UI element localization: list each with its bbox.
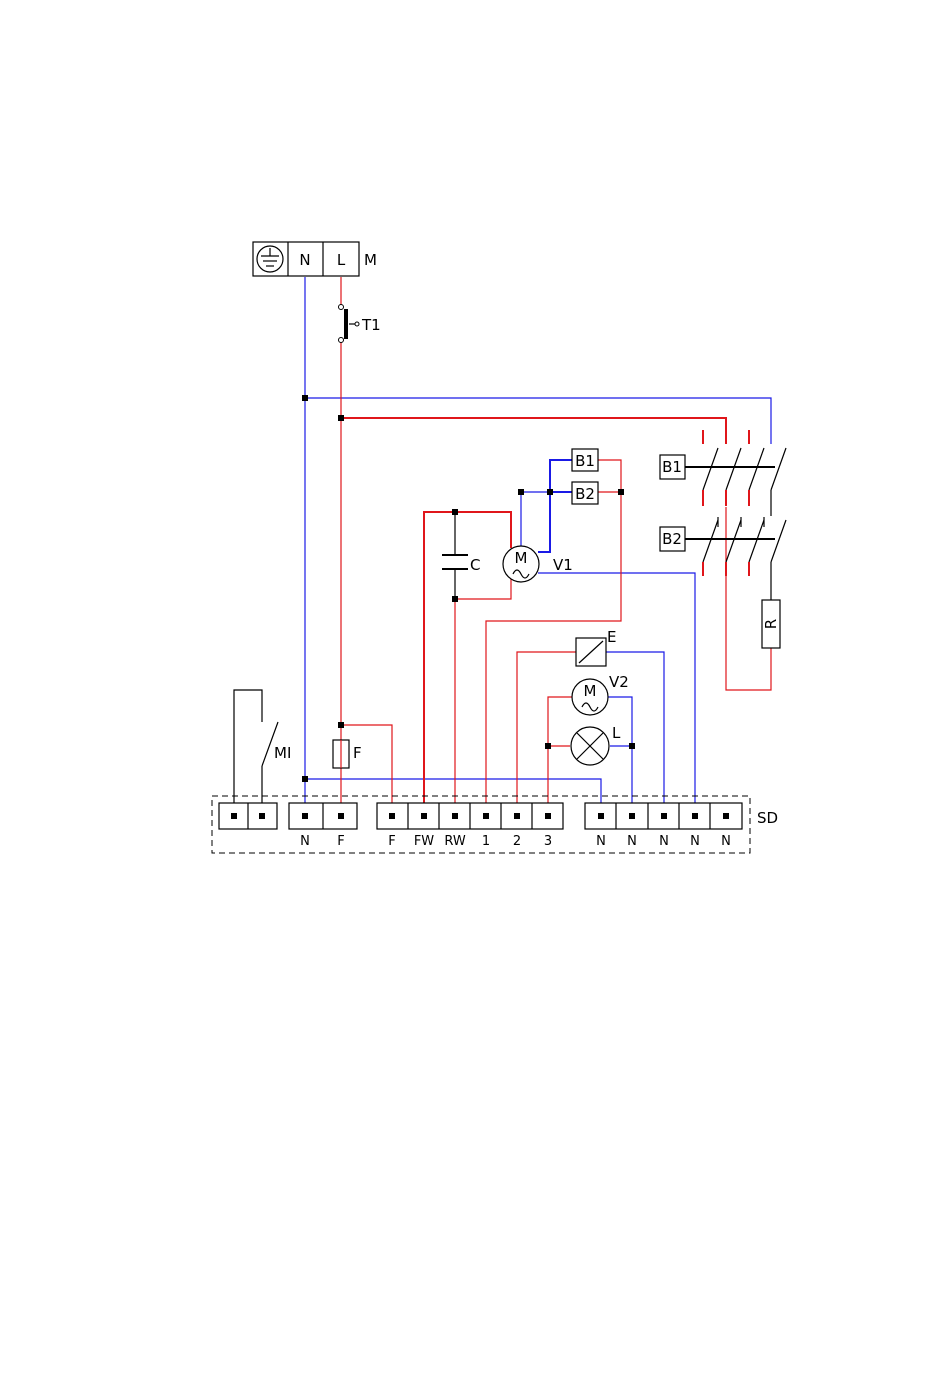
phase-wires: [341, 277, 771, 812]
label-e: E: [607, 628, 616, 646]
lamp-l: L: [571, 724, 621, 765]
motor-v1: M V1: [503, 546, 573, 582]
motor-v2-symbol: M: [584, 682, 597, 700]
wire-v1-b-right: [538, 492, 550, 552]
contactor-b1: B1: [660, 430, 786, 516]
mains-label: M: [364, 251, 377, 269]
b2-switch-blade: [749, 520, 764, 562]
label-l: L: [612, 724, 621, 742]
switchgear-sd: SD: [212, 796, 778, 853]
label-v2: V2: [609, 673, 629, 691]
terminal-label: N: [596, 834, 606, 849]
terminal-label: 1: [482, 834, 490, 849]
label-f: F: [353, 744, 362, 762]
contact-boxes: B1 B2: [572, 449, 598, 504]
label-v1: V1: [553, 556, 573, 574]
wire-v1-neutral: [538, 573, 695, 812]
element-e: E: [576, 628, 616, 666]
terminal-label: RW: [444, 834, 466, 849]
wire-b1-neutral: [550, 460, 572, 492]
mi-wire-left: [234, 690, 262, 812]
junction-dot: [338, 415, 344, 421]
capacitor-c: C: [442, 512, 480, 599]
fuse-f: F: [333, 740, 362, 768]
contactor-b2: B2: [660, 517, 786, 576]
label-t1: T1: [361, 316, 381, 334]
neutral-bus-top: [305, 398, 771, 444]
label-mi: MI: [274, 744, 291, 762]
wire-terminal-2: [517, 652, 576, 812]
b1-switch-blade: [749, 448, 764, 490]
label-b2-contactor: B2: [662, 530, 682, 548]
wire-r-phase: [726, 507, 771, 690]
b1-switch-blade: [726, 448, 741, 490]
junction-dot: [545, 743, 551, 749]
label-r: R: [762, 619, 780, 629]
terminal-label: F: [388, 834, 395, 849]
junction-dot: [618, 489, 624, 495]
contact-point: [339, 338, 344, 343]
switch-mi: MI: [234, 690, 291, 812]
motor-v2: M V2: [572, 673, 629, 715]
b2-switch-blade: [703, 520, 718, 562]
terminal-label: 3: [544, 834, 552, 849]
b2-switch-blade: [771, 520, 786, 562]
junction-dot: [629, 743, 635, 749]
junction-dot: [547, 489, 553, 495]
terminal-label: N: [627, 834, 637, 849]
label-b2-contact: B2: [575, 485, 595, 503]
label-c: C: [470, 556, 480, 574]
thermostat-t1: T1: [339, 305, 381, 343]
mains-supply: N L M: [253, 242, 377, 276]
junction-dot: [302, 776, 308, 782]
label-sd: SD: [757, 809, 778, 827]
label-b1: B1: [662, 458, 682, 476]
contact-point: [339, 305, 344, 310]
b2-switch-blade: [726, 520, 741, 562]
mains-terminal-l: L: [337, 251, 346, 269]
neutral-wires: [305, 277, 771, 812]
wire-v1-b-top: [521, 492, 550, 548]
wire-v2-neutral: [608, 697, 632, 812]
terminal-label: N: [690, 834, 700, 849]
terminal-label: F: [337, 834, 344, 849]
terminal-label: N: [659, 834, 669, 849]
phase-bus-top: [341, 418, 726, 444]
junction-dot: [302, 395, 308, 401]
motor-v1-symbol: M: [515, 549, 528, 567]
junction-dot: [338, 722, 344, 728]
wire-terminal-3: [548, 697, 572, 812]
junction-dot: [518, 489, 524, 495]
earth-ground-icon: [257, 246, 283, 272]
wire-rw: [455, 576, 511, 812]
terminal-label: FW: [414, 834, 434, 849]
b1-switch-blade: [771, 448, 786, 490]
terminal-label: N: [300, 834, 310, 849]
resistor-r: R: [762, 600, 780, 648]
wire-fw: [424, 512, 511, 812]
mains-terminal-n: N: [299, 251, 310, 269]
b1-switch-blade: [703, 448, 718, 490]
terminal-label: N: [721, 834, 731, 849]
thermostat-pivot: [355, 322, 359, 326]
terminal-label: 2: [513, 834, 521, 849]
label-b1-contact: B1: [575, 452, 595, 470]
